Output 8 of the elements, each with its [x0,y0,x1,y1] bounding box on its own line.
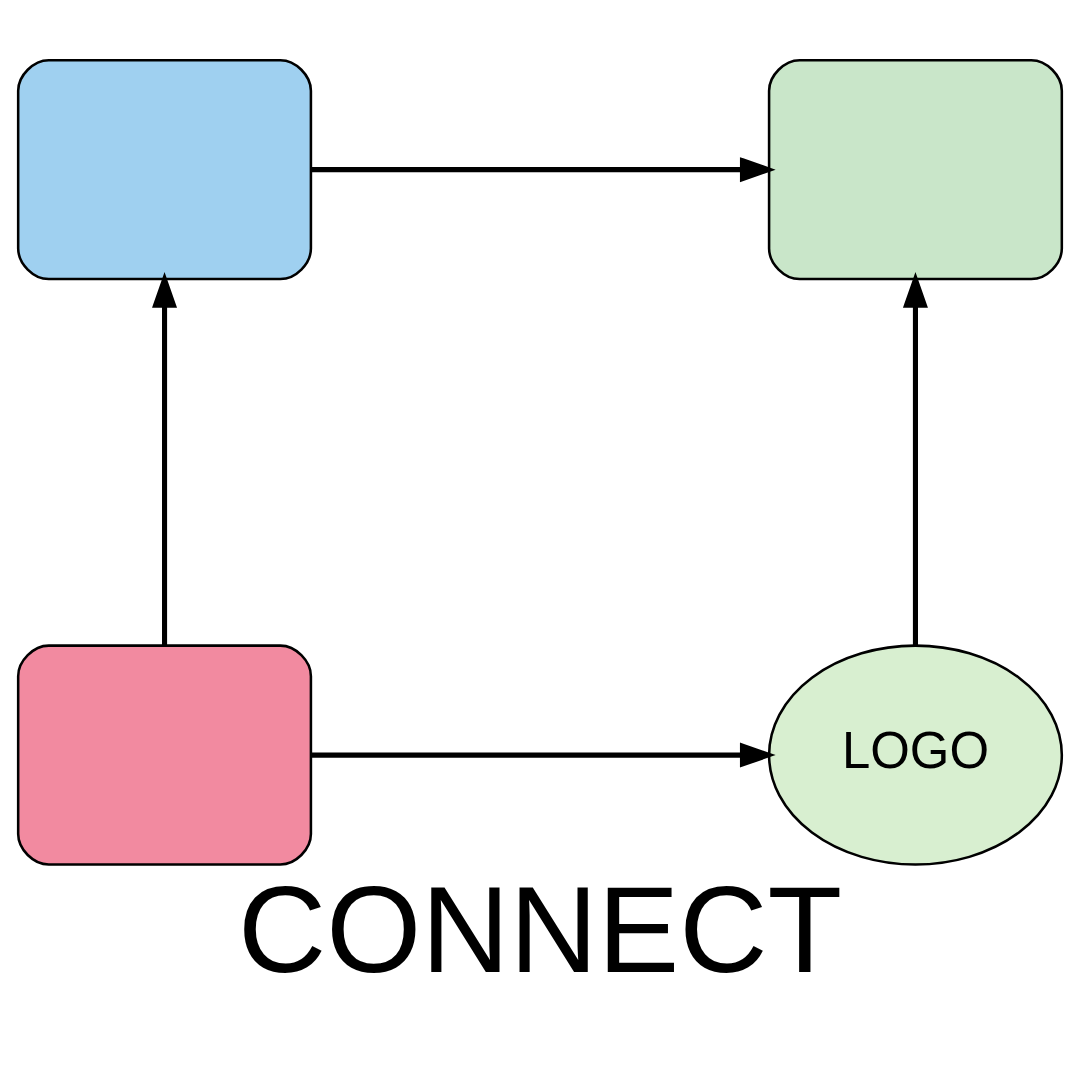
node-box [16,58,313,281]
arrow [311,742,776,768]
arrow [311,157,776,183]
node-ellipse: LOGO [767,644,1064,866]
node-box [767,58,1064,281]
arrow [152,271,178,646]
node-box [16,644,313,866]
arrow [902,271,928,646]
